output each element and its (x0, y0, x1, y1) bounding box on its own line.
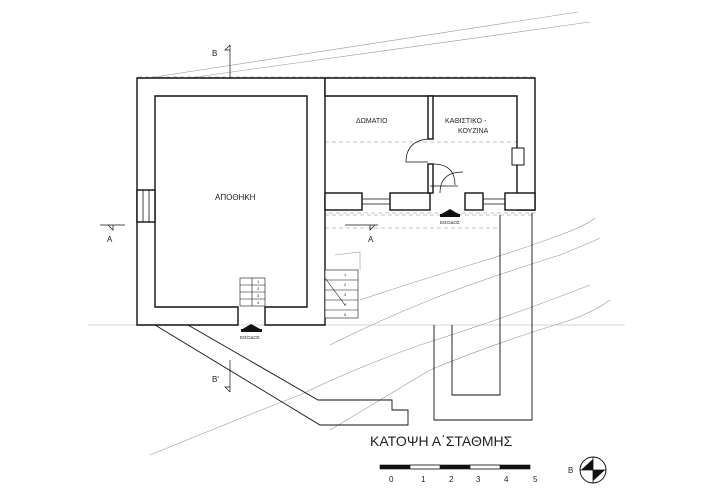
room-label-living-kitchen-1: ΚΑΘΙΣΤΙΚΟ - (445, 118, 487, 125)
residence-walls (324, 77, 536, 211)
outer-step-3: 3 (344, 292, 347, 297)
outer-step-2: 2 (344, 282, 347, 287)
entrance-triangle-secondary (440, 209, 460, 215)
storage-step-1: 1 (257, 279, 260, 284)
entrance-label-secondary: ΕΙΣΟΔΟΣ (440, 220, 460, 225)
access-path (154, 213, 533, 426)
section-label-b-top: B (212, 49, 217, 58)
outer-step-5: 5 (344, 312, 347, 317)
entrance-triangle-main (241, 324, 262, 330)
storage-step-4: 4 (257, 300, 260, 305)
scale-tick-4: 4 (504, 475, 509, 484)
outer-step-4: 4 (344, 302, 347, 307)
room-label-living-kitchen-2: ΚΟΥΖΙΝΑ (458, 128, 489, 135)
storage-walls (136, 77, 326, 326)
terrain-contours (147, 11, 611, 456)
scale-tick-0: 0 (389, 475, 394, 484)
outer-step-1: 1 (344, 272, 347, 277)
scale-bar: 0 1 2 3 4 5 (379, 464, 538, 484)
section-label-b-bottom: B' (212, 375, 219, 384)
storage-step-3: 3 (257, 293, 260, 298)
door-swings (405, 138, 464, 194)
scale-tick-1: 1 (421, 475, 426, 484)
scale-tick-2: 2 (449, 475, 454, 484)
north-arrow-label: B (568, 466, 573, 475)
north-arrow-icon (579, 456, 607, 484)
section-label-a-right: A (368, 235, 374, 244)
entrance-label-main: ΕΙΣΟΔΟΣ (240, 335, 260, 340)
room-label-bedroom: ΔΩΜΑΤΙΟ (356, 118, 388, 125)
entrance-markers (241, 209, 460, 332)
stair-step-numbers: 1 2 3 4 1 2 3 4 5 (257, 272, 347, 317)
section-label-a-left: A (107, 235, 113, 244)
drawing-title: ΚΑΤΟΨΗ Α΄ΣΤΑΘΜΗΣ (370, 433, 513, 449)
storage-step-2: 2 (257, 286, 260, 291)
outer-stair (324, 269, 359, 319)
stove-icon (511, 147, 525, 166)
storage-stair (239, 277, 266, 307)
scale-tick-3: 3 (476, 475, 481, 484)
storage-window-left (142, 190, 150, 222)
scale-tick-5: 5 (533, 475, 538, 484)
residence-windows (362, 198, 505, 205)
section-markers (100, 44, 378, 393)
room-label-storage: ΑΠΟΘΗΚΗ (215, 193, 256, 202)
